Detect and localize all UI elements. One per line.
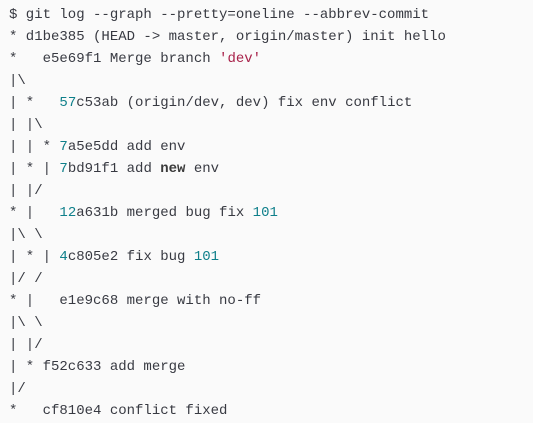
log-line: | * | 7bd91f1 add new env [9,158,533,180]
log-token: 57 [59,95,77,111]
log-line: |/ / [9,268,533,290]
log-line: | * 57c53ab (origin/dev, dev) fix env co… [9,92,533,114]
log-token: | * | [9,249,60,265]
log-token: 4 [59,249,68,265]
log-line: |\ \ [9,224,533,246]
log-line: $ git log --graph --pretty=oneline --abb… [9,4,533,26]
log-token: |\ [9,73,26,89]
log-token: |\ \ [9,315,43,331]
log-line: | | * 7a5e5dd add env [9,136,533,158]
log-token: a631b merged bug fix [76,205,253,221]
log-token: * cf810e4 conflict fixed [9,403,228,419]
log-line: |/ [9,378,533,400]
log-token: | |/ [9,337,43,353]
log-token: 'dev' [219,51,262,67]
log-line: * cf810e4 conflict fixed [9,400,533,422]
log-token: c53ab (origin/dev, dev) fix env conflict [76,95,413,111]
log-token: 101 [193,249,220,265]
log-token: * | e1e9c68 merge with no-ff [9,293,262,309]
log-token: |\ \ [9,227,43,243]
log-token: 12 [59,205,77,221]
log-line: | * | 4c805e2 fix bug 101 [9,246,533,268]
log-line: | |/ [9,334,533,356]
log-token: * d1be385 (HEAD -> master, origin/master… [9,29,446,45]
log-line: |\ \ [9,312,533,334]
log-token: | * f52c633 add merge [9,359,186,375]
log-token: | |/ [9,183,43,199]
log-token: env [185,161,220,177]
log-token: |/ / [9,271,43,287]
log-token: * e5e69f1 Merge branch [9,51,220,67]
log-token: | |\ [9,117,43,133]
log-line: * | e1e9c68 merge with no-ff [9,290,533,312]
log-token: | * | [9,161,60,177]
log-token: bd91f1 add [67,161,161,177]
log-token: |/ [9,381,26,397]
log-line: | |\ [9,114,533,136]
log-line: * d1be385 (HEAD -> master, origin/master… [9,26,533,48]
log-line: * e5e69f1 Merge branch 'dev' [9,48,533,70]
log-token: a5e5dd add env [67,139,186,155]
log-line: * | 12a631b merged bug fix 101 [9,202,533,224]
log-token: new [160,161,186,177]
log-token: * | [9,205,60,221]
log-token: 7 [59,161,68,177]
log-token: 101 [252,205,278,221]
log-line: | |/ [9,180,533,202]
log-token: | * [9,95,60,111]
log-token: | | * [9,139,60,155]
log-line: | * f52c633 add merge [9,356,533,378]
log-token: c805e2 fix bug [67,249,194,265]
log-token: $ git log --graph --pretty=oneline --abb… [9,7,430,23]
log-token: 7 [59,139,68,155]
log-line: |\ [9,70,533,92]
